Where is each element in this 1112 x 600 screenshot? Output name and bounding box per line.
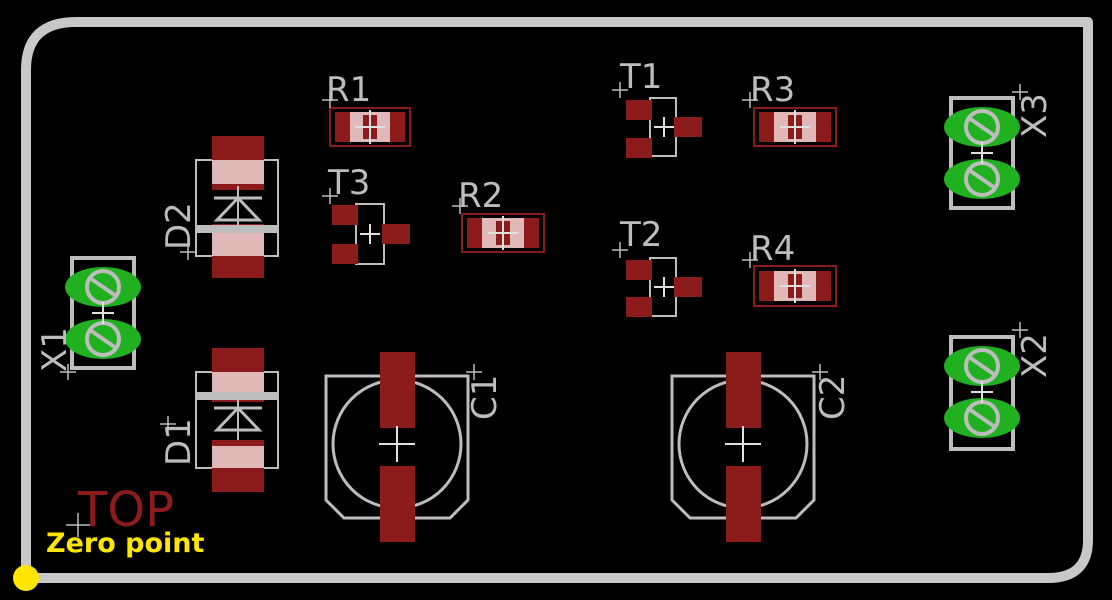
- zero-point-marker: [13, 565, 39, 591]
- label-r2: R2: [458, 176, 503, 216]
- label-t2: T2: [619, 215, 662, 255]
- capacitor-c1: [324, 352, 482, 542]
- connector-x3: [944, 84, 1028, 210]
- label-d1: D1: [159, 418, 199, 466]
- label-r1: R1: [326, 70, 371, 110]
- label-c2: C2: [813, 375, 853, 420]
- label-r3: R3: [750, 70, 795, 110]
- top-origin-cross: [66, 513, 90, 537]
- label-d2: D2: [159, 202, 199, 250]
- board-outline: [21, 17, 1093, 583]
- label-x2: X2: [1015, 333, 1055, 378]
- label-zero-point: Zero point: [46, 528, 205, 559]
- transistor-t3: [322, 188, 410, 265]
- transistor-t2: [612, 242, 702, 317]
- diode-d1: [160, 348, 279, 492]
- label-x1: X1: [35, 327, 75, 372]
- resistor-r1: [322, 92, 411, 147]
- resistor-r4: [742, 252, 837, 307]
- transistor-t1: [612, 82, 702, 158]
- label-top: TOP: [77, 482, 174, 538]
- connector-x1: [60, 256, 141, 380]
- connector-x2: [944, 322, 1028, 451]
- diode-d2: [180, 136, 279, 278]
- label-t3: T3: [327, 163, 370, 203]
- label-c1: C1: [465, 375, 505, 420]
- resistor-r3: [742, 92, 837, 147]
- resistor-r2: [452, 198, 545, 253]
- label-r4: R4: [750, 229, 795, 269]
- label-x3: X3: [1015, 93, 1055, 138]
- capacitor-c2: [670, 352, 828, 542]
- label-t1: T1: [619, 57, 662, 97]
